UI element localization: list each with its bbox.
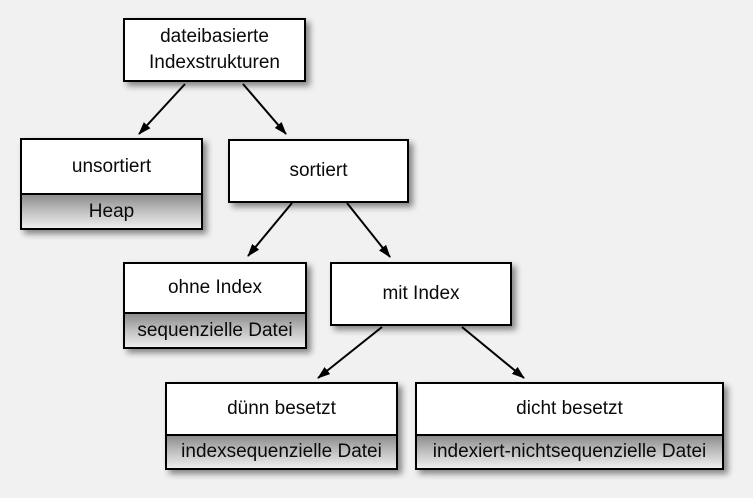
- edge-sorted-with: [346, 202, 391, 258]
- edge-sorted-without: [247, 202, 293, 257]
- node-unsorted: unsortiert Heap: [20, 138, 203, 230]
- node-without-index-implementation: sequenzielle Datei: [125, 312, 305, 347]
- node-unsorted-implementation: Heap: [22, 193, 201, 228]
- node-with-index-label: mit Index: [332, 264, 510, 324]
- node-without-index: ohne Index sequenzielle Datei: [123, 262, 307, 349]
- edge-with-dense: [461, 326, 525, 379]
- node-sorted-label: sortiert: [230, 141, 407, 201]
- node-root: dateibasierte Indexstrukturen: [123, 18, 306, 82]
- edge-root-unsorted: [138, 83, 186, 135]
- node-dense-implementation: indexiert-nichtsequenzielle Datei: [417, 434, 722, 468]
- node-root-label: dateibasierte Indexstrukturen: [125, 20, 304, 80]
- node-with-index: mit Index: [330, 262, 512, 326]
- node-without-index-label: ohne Index: [125, 264, 305, 312]
- edge-with-sparse: [317, 326, 383, 379]
- node-dense-label: dicht besetzt: [417, 384, 722, 434]
- node-sparse-label: dünn besetzt: [167, 384, 396, 434]
- node-dense: dicht besetzt indexiert-nichtsequenziell…: [415, 382, 724, 470]
- node-unsorted-label: unsortiert: [22, 140, 201, 193]
- node-sparse: dünn besetzt indexsequenzielle Datei: [165, 382, 398, 470]
- node-sparse-implementation: indexsequenzielle Datei: [167, 434, 396, 468]
- node-sorted: sortiert: [228, 139, 409, 203]
- edge-root-sorted: [242, 83, 287, 135]
